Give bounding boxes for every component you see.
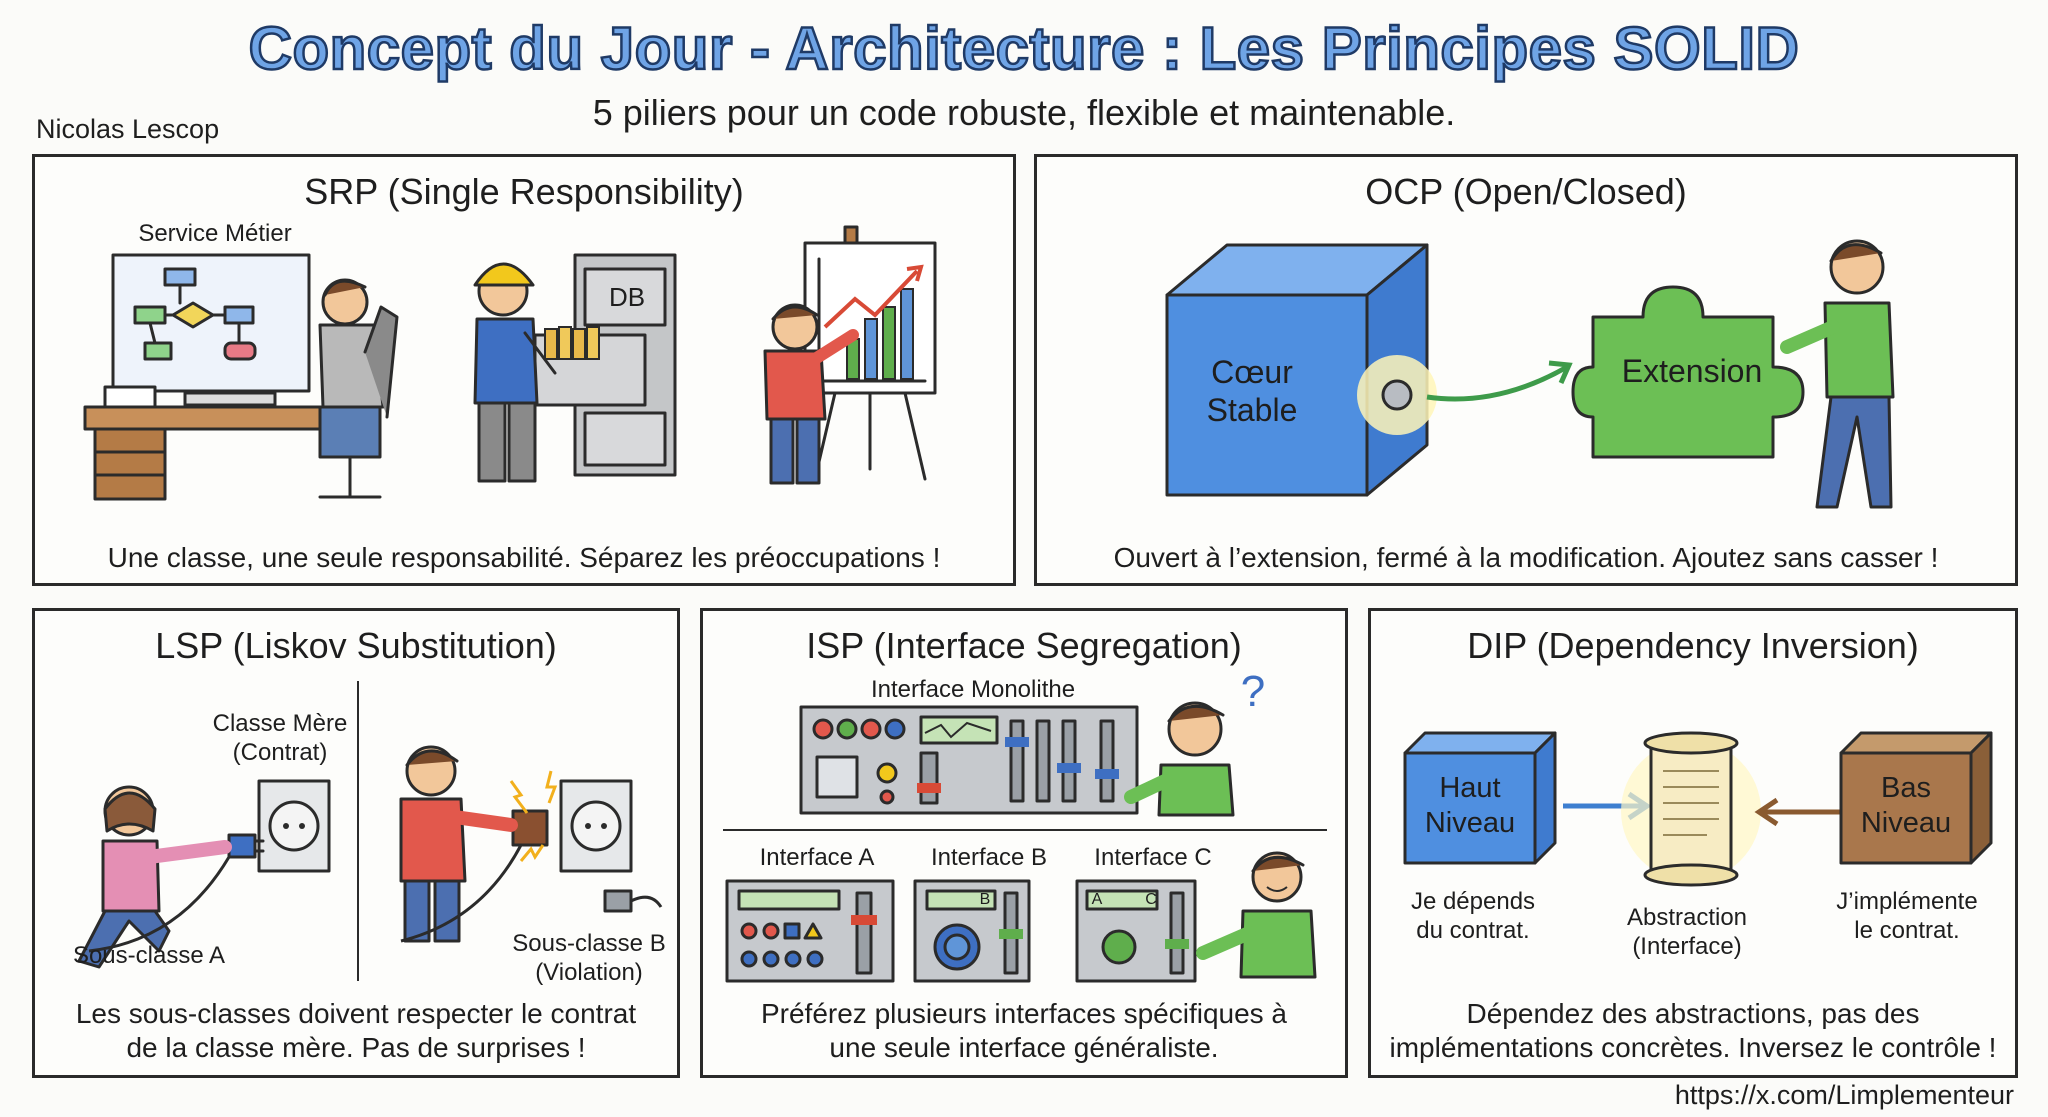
high-level-description: Je dépends du contrat. xyxy=(1393,887,1553,945)
low-level-line2: Niveau xyxy=(1860,807,1952,839)
subclass-a-label: Sous-classe A xyxy=(72,942,226,969)
subclass-b-line2: (Violation) xyxy=(535,959,643,986)
low-desc-line2: le contrat. xyxy=(1854,917,1960,944)
interface-b-screen-text: B xyxy=(979,891,991,908)
core-label-line2: Stable xyxy=(1206,392,1298,428)
developer-pushing-illustration xyxy=(1780,239,1895,509)
low-level-label: Bas Niveau xyxy=(1841,771,1971,841)
man-adapter-violation-illustration xyxy=(399,745,663,943)
lsp-panel: LSP (Liskov Substitution) Classe Mère (C… xyxy=(32,608,680,1078)
interface-c-screen-text-c: C xyxy=(1145,891,1157,908)
srp-caption: Une classe, une seule responsabilité. Sé… xyxy=(107,542,941,573)
abstraction-label: Abstraction (Interface) xyxy=(1597,903,1777,961)
interface-b-label: Interface B xyxy=(930,844,1048,871)
parent-class-line2: (Contrat) xyxy=(232,739,328,766)
isp-divider xyxy=(723,829,1327,831)
implements-arrow xyxy=(1754,797,1843,827)
dip-panel: DIP (Dependency Inversion) Haut Niveau B… xyxy=(1368,608,2018,1078)
ocp-title: OCP (Open/Closed) xyxy=(1365,171,1687,212)
high-desc-line1: Je dépends xyxy=(1410,888,1536,915)
lsp-caption-line1: Les sous-classes doivent respecter le co… xyxy=(75,998,637,1029)
extension-label: Extension xyxy=(1621,353,1763,389)
monolith-control-panel xyxy=(799,705,1139,815)
lsp-title: LSP (Liskov Substitution) xyxy=(155,625,557,666)
low-level-description: J’implémente le contrat. xyxy=(1817,887,1997,945)
subtitle: 5 piliers pour un code robuste, flexible… xyxy=(592,92,1456,133)
painter-chart-illustration xyxy=(763,225,937,485)
developer-desk-illustration xyxy=(83,253,399,501)
high-level-label: Haut Niveau xyxy=(1405,771,1535,841)
stable-core-cube xyxy=(1165,243,1437,497)
isp-panel: ISP (Interface Segregation) Interface Mo… xyxy=(700,608,1348,1078)
subclass-b-line1: Sous-classe B xyxy=(512,930,666,957)
db-label: DB xyxy=(608,282,646,312)
dip-caption-line1: Dépendez des abstractions, pas des xyxy=(1466,998,1920,1029)
high-level-line2: Niveau xyxy=(1424,807,1516,839)
monolith-label: Interface Monolithe xyxy=(870,676,1076,703)
author-name: Nicolas Lescop xyxy=(36,114,220,144)
main-title: Concept du Jour - Architecture : Les Pri… xyxy=(247,14,1800,84)
ocp-panel: OCP (Open/Closed) Cœur Stable Extension … xyxy=(1034,154,2018,586)
interface-a-panel xyxy=(725,879,895,983)
interface-a-label: Interface A xyxy=(759,844,875,871)
interface-c-panel xyxy=(1075,879,1197,983)
isp-caption: Préférez plusieurs interfaces spécifique… xyxy=(703,997,1345,1065)
isp-caption-line1: Préférez plusieurs interfaces spécifique… xyxy=(760,998,1288,1029)
srp-title: SRP (Single Responsibility) xyxy=(304,171,744,212)
flowchart-box xyxy=(163,267,197,287)
interface-b-panel xyxy=(913,879,1031,983)
worker-db-illustration xyxy=(473,253,677,483)
high-level-cube xyxy=(1403,731,1557,865)
parent-class-line1: Classe Mère xyxy=(212,710,348,737)
parent-class-label: Classe Mère (Contrat) xyxy=(205,709,355,767)
low-level-line1: Bas xyxy=(1881,772,1931,804)
high-level-line1: Haut xyxy=(1439,772,1501,804)
question-mark: ? xyxy=(1240,667,1266,716)
low-desc-line1: J’implémente xyxy=(1836,888,1978,915)
service-label: Service Métier xyxy=(138,220,292,247)
extension-puzzle-block xyxy=(1571,285,1805,459)
abstraction-line2: (Interface) xyxy=(1632,933,1742,960)
srp-panel: SRP (Single Responsibility) Service Méti… xyxy=(32,154,1016,586)
interface-c-screen-text-a: A xyxy=(1091,891,1103,908)
dip-caption: Dépendez des abstractions, pas des implé… xyxy=(1371,997,2015,1065)
dip-title: DIP (Dependency Inversion) xyxy=(1467,625,1919,666)
core-label: Cœur Stable xyxy=(1187,353,1317,429)
isp-title: ISP (Interface Segregation) xyxy=(806,625,1242,666)
abstraction-line1: Abstraction xyxy=(1626,904,1748,931)
woman-plugging-illustration xyxy=(77,779,331,969)
happy-developer-illustration xyxy=(1196,851,1317,979)
lsp-caption: Les sous-classes doivent respecter le co… xyxy=(35,997,677,1065)
ocp-caption: Ouvert à l’extension, fermé à la modific… xyxy=(1113,542,1939,573)
footer-url-link[interactable]: https://x.com/Limplementeur xyxy=(1674,1080,2014,1110)
interface-c-label: Interface C xyxy=(1094,844,1212,871)
extension-arrow xyxy=(1426,360,1573,402)
lsp-divider xyxy=(357,681,359,981)
core-label-line1: Cœur xyxy=(1211,354,1293,390)
high-desc-line2: du contrat. xyxy=(1416,917,1530,944)
low-level-cube xyxy=(1839,731,1993,865)
subclass-b-label: Sous-classe B (Violation) xyxy=(499,929,679,987)
dip-caption-line2: implémentations concrètes. Inversez le c… xyxy=(1389,1032,1997,1063)
lsp-caption-line2: de la classe mère. Pas de surprises ! xyxy=(126,1032,586,1063)
isp-caption-line2: une seule interface généraliste. xyxy=(829,1032,1219,1063)
confused-developer-illustration xyxy=(1124,701,1235,817)
abstraction-scroll xyxy=(1621,731,1761,887)
